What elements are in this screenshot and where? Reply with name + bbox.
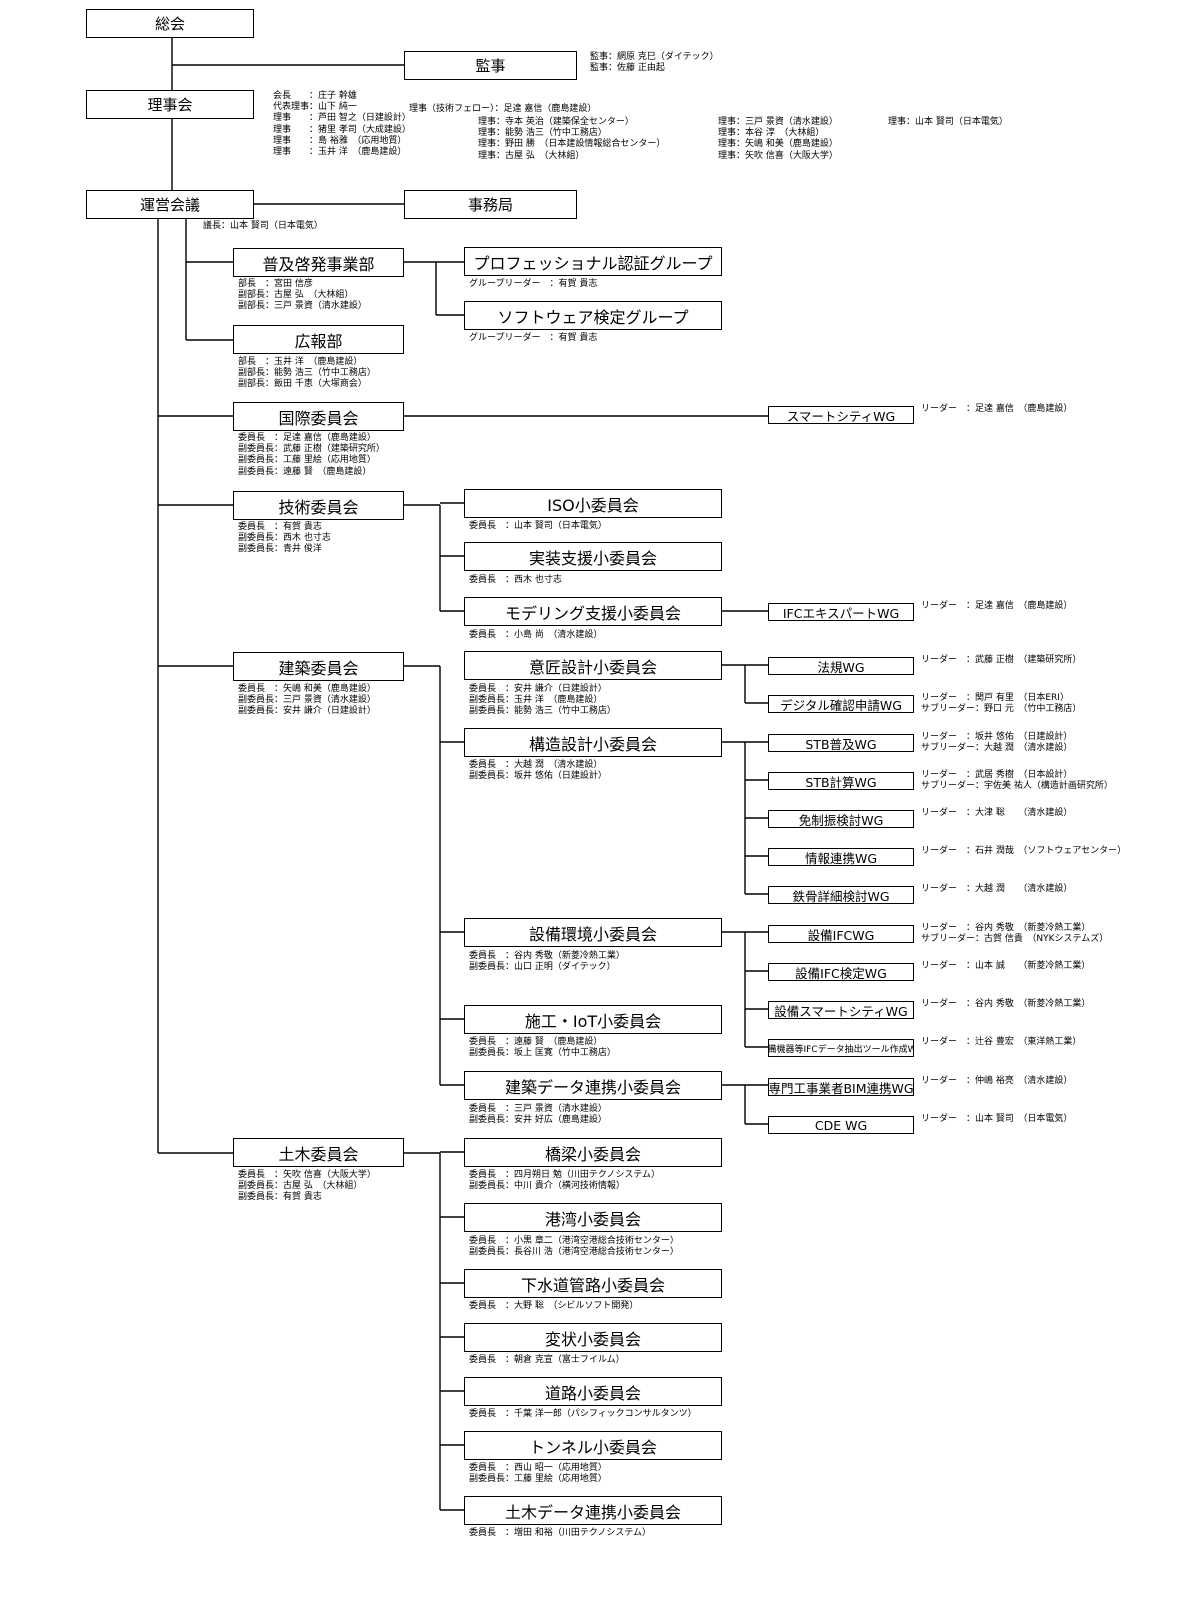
org-box-menshin: 免制振検討WG <box>768 810 914 828</box>
org-box-setsubiifc: 設備IFCWG <box>768 925 914 943</box>
org-box-isho: 意匠設計小委員会 <box>464 651 722 680</box>
org-box-ifcexpert: IFCエキスパートWG <box>768 603 914 621</box>
org-box-kanji: 監事 <box>404 51 577 80</box>
org-box-soukai: 総会 <box>86 9 254 38</box>
member-list-setsubiifc: リーダー ：谷内 秀敬 （新菱冷熱工業） サブリーダー：古賀 信貴 （NYKシス… <box>921 923 1109 945</box>
member-list-doboku: 委員長 ：矢吹 信喜（大阪大学） 副委員長：古屋 弘 （大林組） 副委員長：有賀… <box>238 1170 376 1203</box>
org-box-doboku: 土木委員会 <box>233 1138 404 1167</box>
org-box-tekkotsu: 鉄骨詳細検討WG <box>768 886 914 904</box>
org-box-stbfukyu: STB普及WG <box>768 734 914 752</box>
member-list-kokusai: 委員長 ：足達 嘉信（鹿島建設） 副委員長：武藤 正樹（建築研究所） 副委員長：… <box>238 433 385 477</box>
org-box-sekou: 施工・IoT小委員会 <box>464 1005 722 1034</box>
org-box-joho: 情報連携WG <box>768 848 914 866</box>
member-list-jisso: 委員長 ：西木 也寸志 <box>469 575 562 585</box>
org-box-jimukyoku: 事務局 <box>404 190 577 219</box>
member-list-setsubikiki: リーダー ：辻谷 豊宏 （東洋熱工業） <box>921 1037 1082 1047</box>
member-list-henjo: 委員長 ：朝倉 克宣（富士フイルム） <box>469 1355 625 1365</box>
member-list-ddata: 委員長 ：増田 和裕（川田テクノシステム） <box>469 1528 652 1538</box>
member-list-modeling: 委員長 ：小島 尚 （清水建設） <box>469 630 603 640</box>
org-box-kokusai: 国際委員会 <box>233 402 404 431</box>
org-box-gijutsu: 技術委員会 <box>233 491 404 520</box>
member-list-riji4: 理事：三戸 景資（清水建設） 理事：本谷 淳 （大林組） 理事：矢嶋 和美（鹿島… <box>718 117 838 161</box>
org-box-gesui: 下水道管路小委員会 <box>464 1269 722 1298</box>
org-box-koho: 広報部 <box>233 325 404 354</box>
member-list-riji2: 理事（技術フェロー）：足達 嘉信（鹿島建設） <box>409 104 597 114</box>
member-list-sekou: 委員長 ：遠藤 賢 （鹿島建設） 副委員長：坂上 匡寛（竹中工務店） <box>469 1037 616 1059</box>
org-box-setsubiifckentei: 設備IFC検定WG <box>768 963 914 981</box>
member-list-unei: 議長：山本 賢司（日本電気） <box>203 221 323 231</box>
member-list-gesui: 委員長 ：大野 聡 （シビルソフト開発） <box>469 1301 639 1311</box>
member-list-riji1: 会長 ：庄子 幹雄 代表理事：山下 純一 理事 ：芦田 智之（日建設計） 理事 … <box>273 91 411 158</box>
member-list-riji3: 理事：寺本 英治（建築保全センター） 理事：能勢 浩三（竹中工務店） 理事：野田… <box>478 117 666 161</box>
member-list-doro: 委員長 ：千葉 洋一郎（パシフィックコンサルタンツ） <box>469 1409 697 1419</box>
org-box-senmon: 専門工事業者BIM連携WG <box>768 1078 914 1096</box>
member-list-senmon: リーダー ：仲嶋 裕亮 （清水建設） <box>921 1076 1073 1086</box>
org-box-henjo: 変状小委員会 <box>464 1323 722 1352</box>
member-list-kowan: 委員長 ：小黒 章二（港湾空港総合技術センター） 副委員長：長谷川 浩（港湾空港… <box>469 1236 679 1258</box>
org-box-setsubismart: 設備スマートシティWG <box>768 1001 914 1019</box>
org-box-rijikai: 理事会 <box>86 90 254 119</box>
org-box-smartcity: スマートシティWG <box>768 406 914 424</box>
org-box-modeling: モデリング支援小委員会 <box>464 597 722 626</box>
org-box-jisso: 実装支援小委員会 <box>464 542 722 571</box>
org-box-unei: 運営会議 <box>86 190 254 219</box>
org-box-iso: ISO小委員会 <box>464 489 722 518</box>
member-list-stbkeisan: リーダー ：武居 秀樹 （日本設計） サブリーダー：宇佐美 祐人（構造計画研究所… <box>921 770 1113 792</box>
member-list-stbfukyu: リーダー ：坂井 悠佑 （日建設計） サブリーダー：大越 潤 （清水建設） <box>921 732 1073 754</box>
org-box-digital: デジタル確認申請WG <box>768 695 914 713</box>
member-list-tunnel: 委員長 ：西山 昭一（応用地質） 副委員長：工藤 里絵（応用地質） <box>469 1463 607 1485</box>
org-box-fukyu: 普及啓発事業部 <box>233 248 404 277</box>
member-list-isho: 委員長 ：安井 謙介（日建設計） 副委員長：玉井 洋 （鹿島建設） 副委員長：能… <box>469 684 616 717</box>
org-box-ddata: 土木データ連携小委員会 <box>464 1496 722 1525</box>
member-list-kanji: 監事：網原 克巳（ダイテック） 監事：佐藤 正由起 <box>590 52 719 74</box>
org-box-kozo: 構造設計小委員会 <box>464 728 722 757</box>
member-list-riji5: 理事：山本 賢司（日本電気） <box>888 117 1008 127</box>
member-list-kyoryo: 委員長 ：四月朔日 勉（川田テクノシステム） 副委員長：中川 貴介（横河技術情報… <box>469 1170 661 1192</box>
org-box-cde: CDE WG <box>768 1116 914 1134</box>
member-list-fukyu: 部長 ：宮田 信彦 副部長：古屋 弘 （大林組） 副部長：三戸 景資（清水建設） <box>238 279 367 312</box>
member-list-digital: リーダー ：関戸 有里 （日本ERI） サブリーダー：野口 元 （竹中工務店） <box>921 693 1082 715</box>
org-box-hoki: 法規WG <box>768 657 914 675</box>
member-list-gijutsu: 委員長 ：有賀 貴志 副委員長：西木 也寸志 副委員長：青井 俊洋 <box>238 522 331 555</box>
member-list-kozo: 委員長 ：大越 潤 （清水建設） 副委員長：坂井 悠佑（日建設計） <box>469 760 607 782</box>
member-list-ifcexpert: リーダー ：足達 嘉信 （鹿島建設） <box>921 601 1073 611</box>
member-list-kdata: 委員長 ：三戸 景資（清水建設） 副委員長：安井 好広（鹿島建設） <box>469 1104 607 1126</box>
member-list-koho: 部長 ：玉井 洋 （鹿島建設） 副部長：能勢 浩三（竹中工務店） 副部長：飯田 … <box>238 357 376 390</box>
org-box-pro: プロフェッショナル認証グループ <box>464 247 722 276</box>
org-box-kenchiku: 建築委員会 <box>233 652 404 681</box>
member-list-kenchiku: 委員長 ：矢嶋 和美（鹿島建設） 副委員長：三戸 景資（清水建設） 副委員長：安… <box>238 684 376 717</box>
member-list-joho: リーダー ：石井 潤哉 （ソフトウェアセンター） <box>921 846 1127 856</box>
member-list-hoki: リーダー ：武藤 正樹 （建築研究所） <box>921 655 1082 665</box>
member-list-cde: リーダー ：山本 賢司 （日本電気） <box>921 1114 1073 1124</box>
org-box-stbkeisan: STB計算WG <box>768 772 914 790</box>
member-list-tekkotsu: リーダー ：大越 潤 （清水建設） <box>921 884 1073 894</box>
org-box-soft: ソフトウェア検定グループ <box>464 301 722 330</box>
member-list-setsubiifckentei: リーダー ：山本 誠 （新菱冷熱工業） <box>921 961 1091 971</box>
org-box-kdata: 建築データ連携小委員会 <box>464 1071 722 1100</box>
org-box-kowan: 港湾小委員会 <box>464 1203 722 1232</box>
org-box-tunnel: トンネル小委員会 <box>464 1431 722 1460</box>
member-list-soft: グループリーダー ：有賀 貴志 <box>469 333 598 343</box>
org-box-doro: 道路小委員会 <box>464 1377 722 1406</box>
member-list-iso: 委員長 ：山本 賢司（日本電気） <box>469 521 607 531</box>
member-list-setsubismart: リーダー ：谷内 秀敬 （新菱冷熱工業） <box>921 999 1091 1009</box>
org-box-kyoryo: 橋梁小委員会 <box>464 1138 722 1167</box>
member-list-setsubi: 委員長 ：谷内 秀敬（新菱冷熱工業） 副委員長：山口 正明（ダイテック） <box>469 951 625 973</box>
org-box-setsubikiki: 設備機器等IFCデータ抽出ツール作成WG <box>768 1039 914 1057</box>
member-list-menshin: リーダー ：大津 聡 （清水建設） <box>921 808 1073 818</box>
member-list-pro: グループリーダー ：有賀 貴志 <box>469 279 598 289</box>
member-list-smartcity: リーダー ：足達 嘉信 （鹿島建設） <box>921 404 1073 414</box>
org-box-setsubi: 設備環境小委員会 <box>464 918 722 947</box>
